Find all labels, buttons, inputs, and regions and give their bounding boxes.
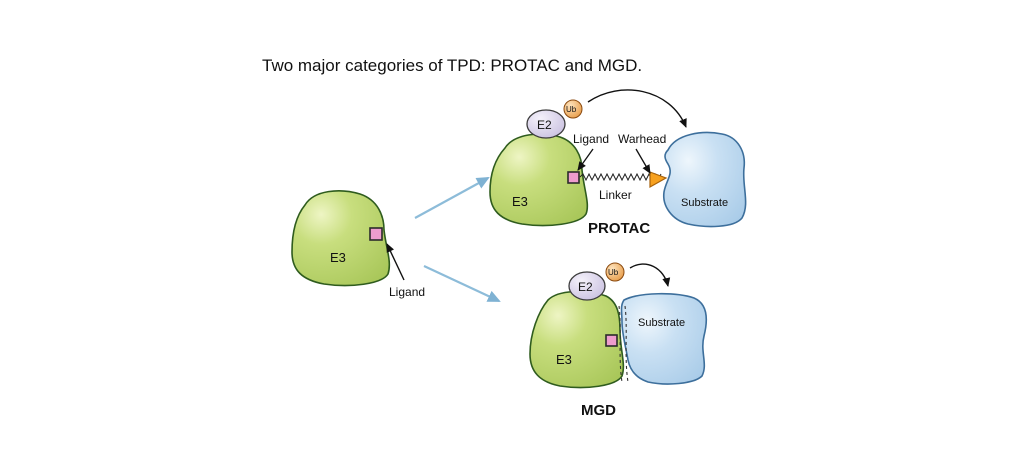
figure-title: Two major categories of TPD: PROTAC and … [262,56,643,75]
protac-caption: PROTAC [588,220,650,237]
protac-substrate-shape [663,131,747,228]
mgd-e2-shape [568,271,606,301]
mgd-glue-icon [605,334,618,347]
mgd-ub-shape [605,262,625,282]
protac-ligand-icon [567,171,580,184]
left-ligand-pointer [386,243,405,281]
protac-warhead-icon [649,171,668,189]
protac-e3-shape [489,133,589,227]
mgd-panel: Substrate E3 E2 Ub MGD [529,262,708,419]
arrow-to-protac [414,177,490,219]
mgd-interface-line-left [618,305,623,383]
mgd-ub-label: Ub [608,268,619,277]
left-e3-group: E3 Ligand [291,190,425,299]
protac-e2-shape [526,109,566,139]
protac-warhead-pointer [635,148,651,174]
protac-ub-shape [563,99,583,119]
mgd-caption: MGD [581,402,616,419]
protac-ub-transfer-arrow [587,89,687,128]
mgd-e3-shape [529,290,625,389]
protac-warhead-label: Warhead [618,132,666,146]
left-e3-shape [291,190,391,287]
protac-e3-label: E3 [512,194,528,209]
left-ligand-label: Ligand [389,285,425,299]
mgd-substrate-label: Substrate [638,317,685,329]
arrow-to-mgd [423,265,501,302]
protac-ub-label: Ub [566,105,577,114]
left-ligand-icon [369,227,383,241]
mgd-ub-transfer-arrow [629,263,671,287]
protac-e2-label: E2 [537,118,552,132]
protac-panel: E3 E2 Ub Substrate Ligand Warhead Linker… [489,89,747,237]
mgd-e3-label: E3 [556,352,572,367]
mgd-substrate-shape [620,292,708,385]
protac-linker-label: Linker [599,188,632,202]
left-e3-label: E3 [330,250,346,265]
mgd-e2-label: E2 [578,280,593,294]
protac-linker-icon [579,172,662,182]
protac-ligand-label: Ligand [573,132,609,146]
protac-substrate-label: Substrate [681,197,728,209]
mgd-interface-line-right [624,305,629,383]
protac-ligand-pointer [577,148,594,171]
